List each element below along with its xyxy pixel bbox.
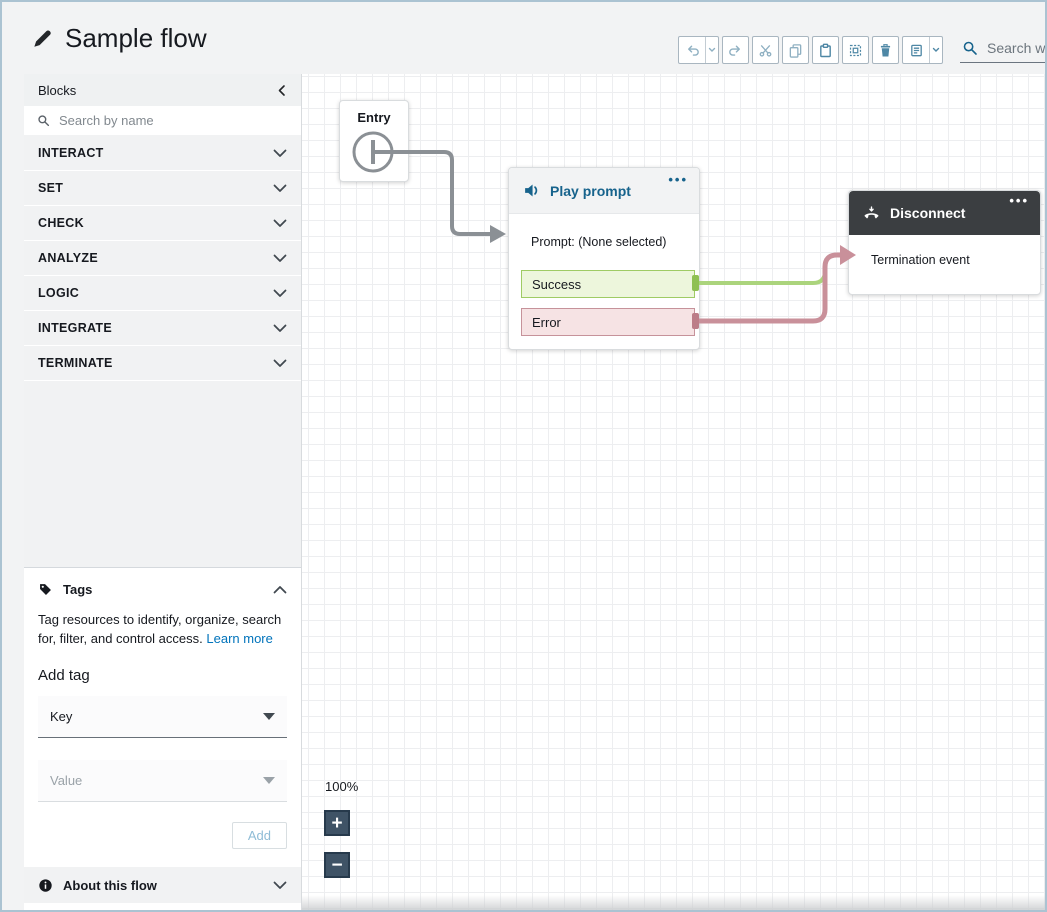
clipboard-icon [820,43,831,57]
sidebar-section-interact[interactable]: INTERACT [24,136,301,171]
tag-icon [38,582,53,597]
tags-description: Tag resources to identify, organize, sea… [24,609,301,649]
sidebar-section-set[interactable]: SET [24,171,301,206]
scissors-icon [759,44,772,57]
chevron-up-icon [273,585,287,594]
blocks-panel-title: Blocks [38,82,77,98]
undo-button[interactable] [678,36,719,64]
add-tag-button[interactable]: Add [231,822,287,849]
section-label: SET [38,181,64,195]
info-icon [38,878,53,893]
undo-menu-chevron-down-icon[interactable] [705,37,718,63]
chevron-down-icon [273,219,287,228]
block-menu-icon[interactable]: ••• [668,172,688,187]
block-search-field[interactable] [24,106,301,135]
sidebar-section-logic[interactable]: LOGIC [24,276,301,311]
add-tag-heading: Add tag [38,667,90,684]
select-all-icon [849,44,862,56]
section-label: INTEGRATE [38,321,112,335]
app-header: Sample flow [2,2,1045,74]
cut-button[interactable] [752,36,779,64]
delete-button[interactable] [872,36,899,64]
termination-event-label: Termination event [871,253,970,267]
disconnect-title: Disconnect [890,205,966,221]
notes-icon[interactable] [903,37,929,63]
zoom-out-button[interactable]: − [324,852,350,878]
blocks-panel-header: Blocks [24,74,301,106]
block-search-input[interactable] [59,113,259,128]
section-label: TERMINATE [38,356,113,370]
chevron-down-icon [273,184,287,193]
redo-button[interactable] [722,36,749,64]
disconnect-block[interactable]: Disconnect ••• Termination event [848,190,1041,295]
toolbar [678,36,1045,64]
copy-icon [789,43,802,58]
search-icon [37,114,50,127]
output-error[interactable]: Error [521,308,695,336]
minus-icon: − [331,854,343,876]
section-label: CHECK [38,216,84,230]
entry-block[interactable]: Entry [339,100,409,182]
section-label: LOGIC [38,286,80,300]
caret-down-icon [263,713,275,720]
output-error-label: Error [532,314,561,330]
chevron-down-icon [273,254,287,263]
chevron-down-icon [273,289,287,298]
tags-title: Tags [63,582,93,598]
copy-button[interactable] [782,36,809,64]
search-icon [962,40,978,56]
caret-down-icon [263,777,275,784]
chevron-down-icon [273,359,287,368]
undo-arrow-icon[interactable] [679,37,705,63]
tag-value-placeholder: Value [50,773,83,788]
about-title: About this flow [63,877,157,893]
play-prompt-header: Play prompt [509,168,699,214]
sidebar-section-integrate[interactable]: INTEGRATE [24,311,301,346]
tags-description-text: Tag resources to identify, organize, sea… [38,612,282,647]
phone-hangup-icon [863,205,880,222]
output-success[interactable]: Success [521,270,695,298]
prompt-selection-text: Prompt: (None selected) [531,235,667,249]
blocks-sidebar: Blocks INTERACT SET CHECK ANALYZE [24,74,301,910]
flow-canvas[interactable]: Entry Play prompt ••• Prompt: (None sele… [301,74,1045,910]
tag-key-select[interactable]: Key [38,696,287,738]
sidebar-section-check[interactable]: CHECK [24,206,301,241]
play-prompt-block[interactable]: Play prompt ••• Prompt: (None selected) … [508,167,700,350]
tags-panel-header[interactable]: Tags [24,568,301,609]
tag-value-select[interactable]: Value [38,760,287,802]
output-success-label: Success [532,276,582,292]
select-all-button[interactable] [842,36,869,64]
edit-pencil-icon[interactable] [32,28,53,49]
play-prompt-title: Play prompt [550,182,631,199]
speaker-icon [523,182,540,199]
paste-button[interactable] [812,36,839,64]
section-label: ANALYZE [38,251,98,265]
plus-icon: + [331,812,343,834]
page-title: Sample flow [65,22,207,53]
sidebar-filler [24,381,301,568]
chevron-down-icon [273,881,287,890]
zoom-level-label: 100% [325,779,359,794]
tags-panel: Tags Tag resources to identify, organize… [24,567,301,867]
annotations-button[interactable] [902,36,943,64]
zoom-in-button[interactable]: + [324,810,350,836]
entry-block-title: Entry [357,110,391,125]
learn-more-link[interactable]: Learn more [206,631,273,647]
about-this-flow-header[interactable]: About this flow [24,867,301,903]
tag-key-placeholder: Key [50,709,73,724]
trash-icon [880,43,891,56]
disconnect-header: Disconnect ••• [849,191,1040,235]
block-menu-icon[interactable]: ••• [1009,193,1029,208]
annotations-menu-chevron-down-icon[interactable] [929,37,942,63]
sidebar-bottom-strip [24,903,301,910]
chevron-down-icon [273,324,287,333]
sidebar-section-analyze[interactable]: ANALYZE [24,241,301,276]
collapse-panel-chevron-left-icon[interactable] [276,84,287,97]
section-label: INTERACT [38,146,104,160]
search-within-field[interactable] [960,37,1045,63]
search-within-input[interactable] [987,40,1045,56]
sidebar-section-terminate[interactable]: TERMINATE [24,346,301,381]
chevron-down-icon [273,149,287,158]
redo-arrow-icon [729,45,740,56]
